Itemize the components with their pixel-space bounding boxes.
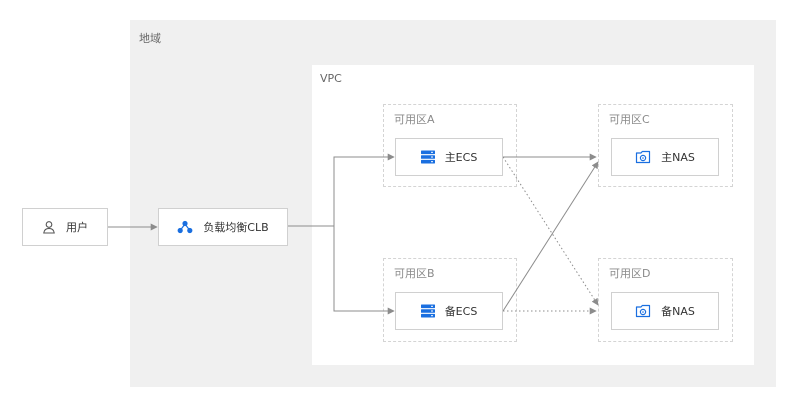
zone-d-label: 可用区D [609, 267, 651, 280]
nas-backup-label: 备NAS [661, 305, 695, 318]
zone-b-label: 可用区B [394, 267, 435, 280]
ecs-primary-node[interactable]: 主ECS [395, 138, 503, 176]
load-balancer-icon [177, 220, 193, 234]
ecs-backup-node[interactable]: 备ECS [395, 292, 503, 330]
nas-backup-node[interactable]: 备NAS [611, 292, 719, 330]
ecs-backup-label: 备ECS [444, 305, 478, 318]
arrow-ecs-primary-to-nas-backup [502, 156, 599, 306]
arrow-clb-to-ecs-primary [288, 153, 395, 227]
region-label: 地域 [139, 32, 161, 45]
server-icon [420, 150, 435, 164]
zone-c-label: 可用区C [609, 113, 650, 126]
clb-label: 负载均衡CLB [203, 221, 269, 234]
user-node[interactable]: 用户 [22, 208, 108, 246]
ecs-primary-label: 主ECS [444, 151, 478, 164]
nas-primary-node[interactable]: 主NAS [611, 138, 719, 176]
arrow-ecs-backup-to-nas-primary [502, 161, 599, 312]
arrow-clb-to-ecs-backup [333, 226, 395, 315]
vpc-label: VPC [320, 72, 342, 85]
storage-icon [635, 150, 651, 164]
nas-primary-label: 主NAS [661, 151, 695, 164]
user-icon [42, 220, 56, 234]
zone-a-label: 可用区A [394, 113, 435, 126]
storage-icon [635, 304, 651, 318]
clb-node[interactable]: 负载均衡CLB [158, 208, 288, 246]
server-icon [420, 304, 435, 318]
user-label: 用户 [66, 221, 88, 234]
